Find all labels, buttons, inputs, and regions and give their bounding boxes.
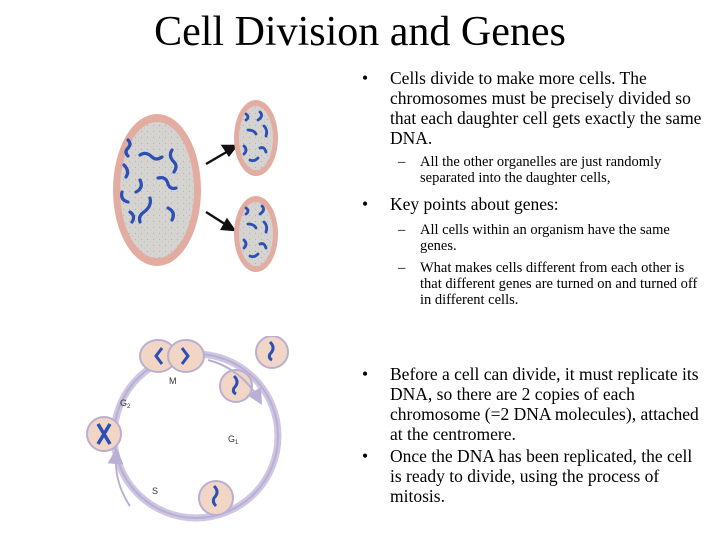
- cell-cycle-figure: M G2 G1 S: [86, 336, 289, 522]
- daughter-cell-bottom: [234, 196, 278, 272]
- mitosis-cell: [139, 339, 205, 373]
- slide-title: Cell Division and Genes: [154, 9, 566, 55]
- bullet-3: •Before a cell can divide, it must repli…: [362, 364, 699, 444]
- text-block-top: •Cells divide to make more cells. The ch…: [362, 68, 702, 308]
- cell-division-figure: [113, 100, 278, 272]
- g1-cell-top: [255, 336, 289, 369]
- parent-chromosomes: [120, 138, 178, 224]
- bullet-4: •Once the DNA has been replicated, the c…: [362, 446, 693, 506]
- daughter-cell-top: [234, 100, 278, 176]
- s-phase-cell: [198, 480, 234, 516]
- bullet-1-sub-1: –All the other organelles are just rando…: [398, 154, 662, 186]
- bullet-2-sub-2: –What makes cells different from each ot…: [398, 260, 698, 308]
- bullet-2-sub-1: –All cells within an organism have the s…: [398, 222, 670, 254]
- parent-cell: [113, 114, 201, 266]
- g1-cell-mid: [219, 369, 253, 403]
- bullet-1: •Cells divide to make more cells. The ch…: [362, 68, 702, 148]
- label-s: S: [152, 486, 158, 496]
- g2-cell: [86, 416, 122, 452]
- label-g1: G1: [228, 434, 239, 446]
- label-g2: G2: [120, 398, 131, 410]
- label-m: M: [169, 376, 177, 386]
- division-arrows: [205, 144, 239, 232]
- text-block-bottom: •Before a cell can divide, it must repli…: [362, 364, 702, 506]
- bullet-2: •Key points about genes:: [362, 194, 559, 214]
